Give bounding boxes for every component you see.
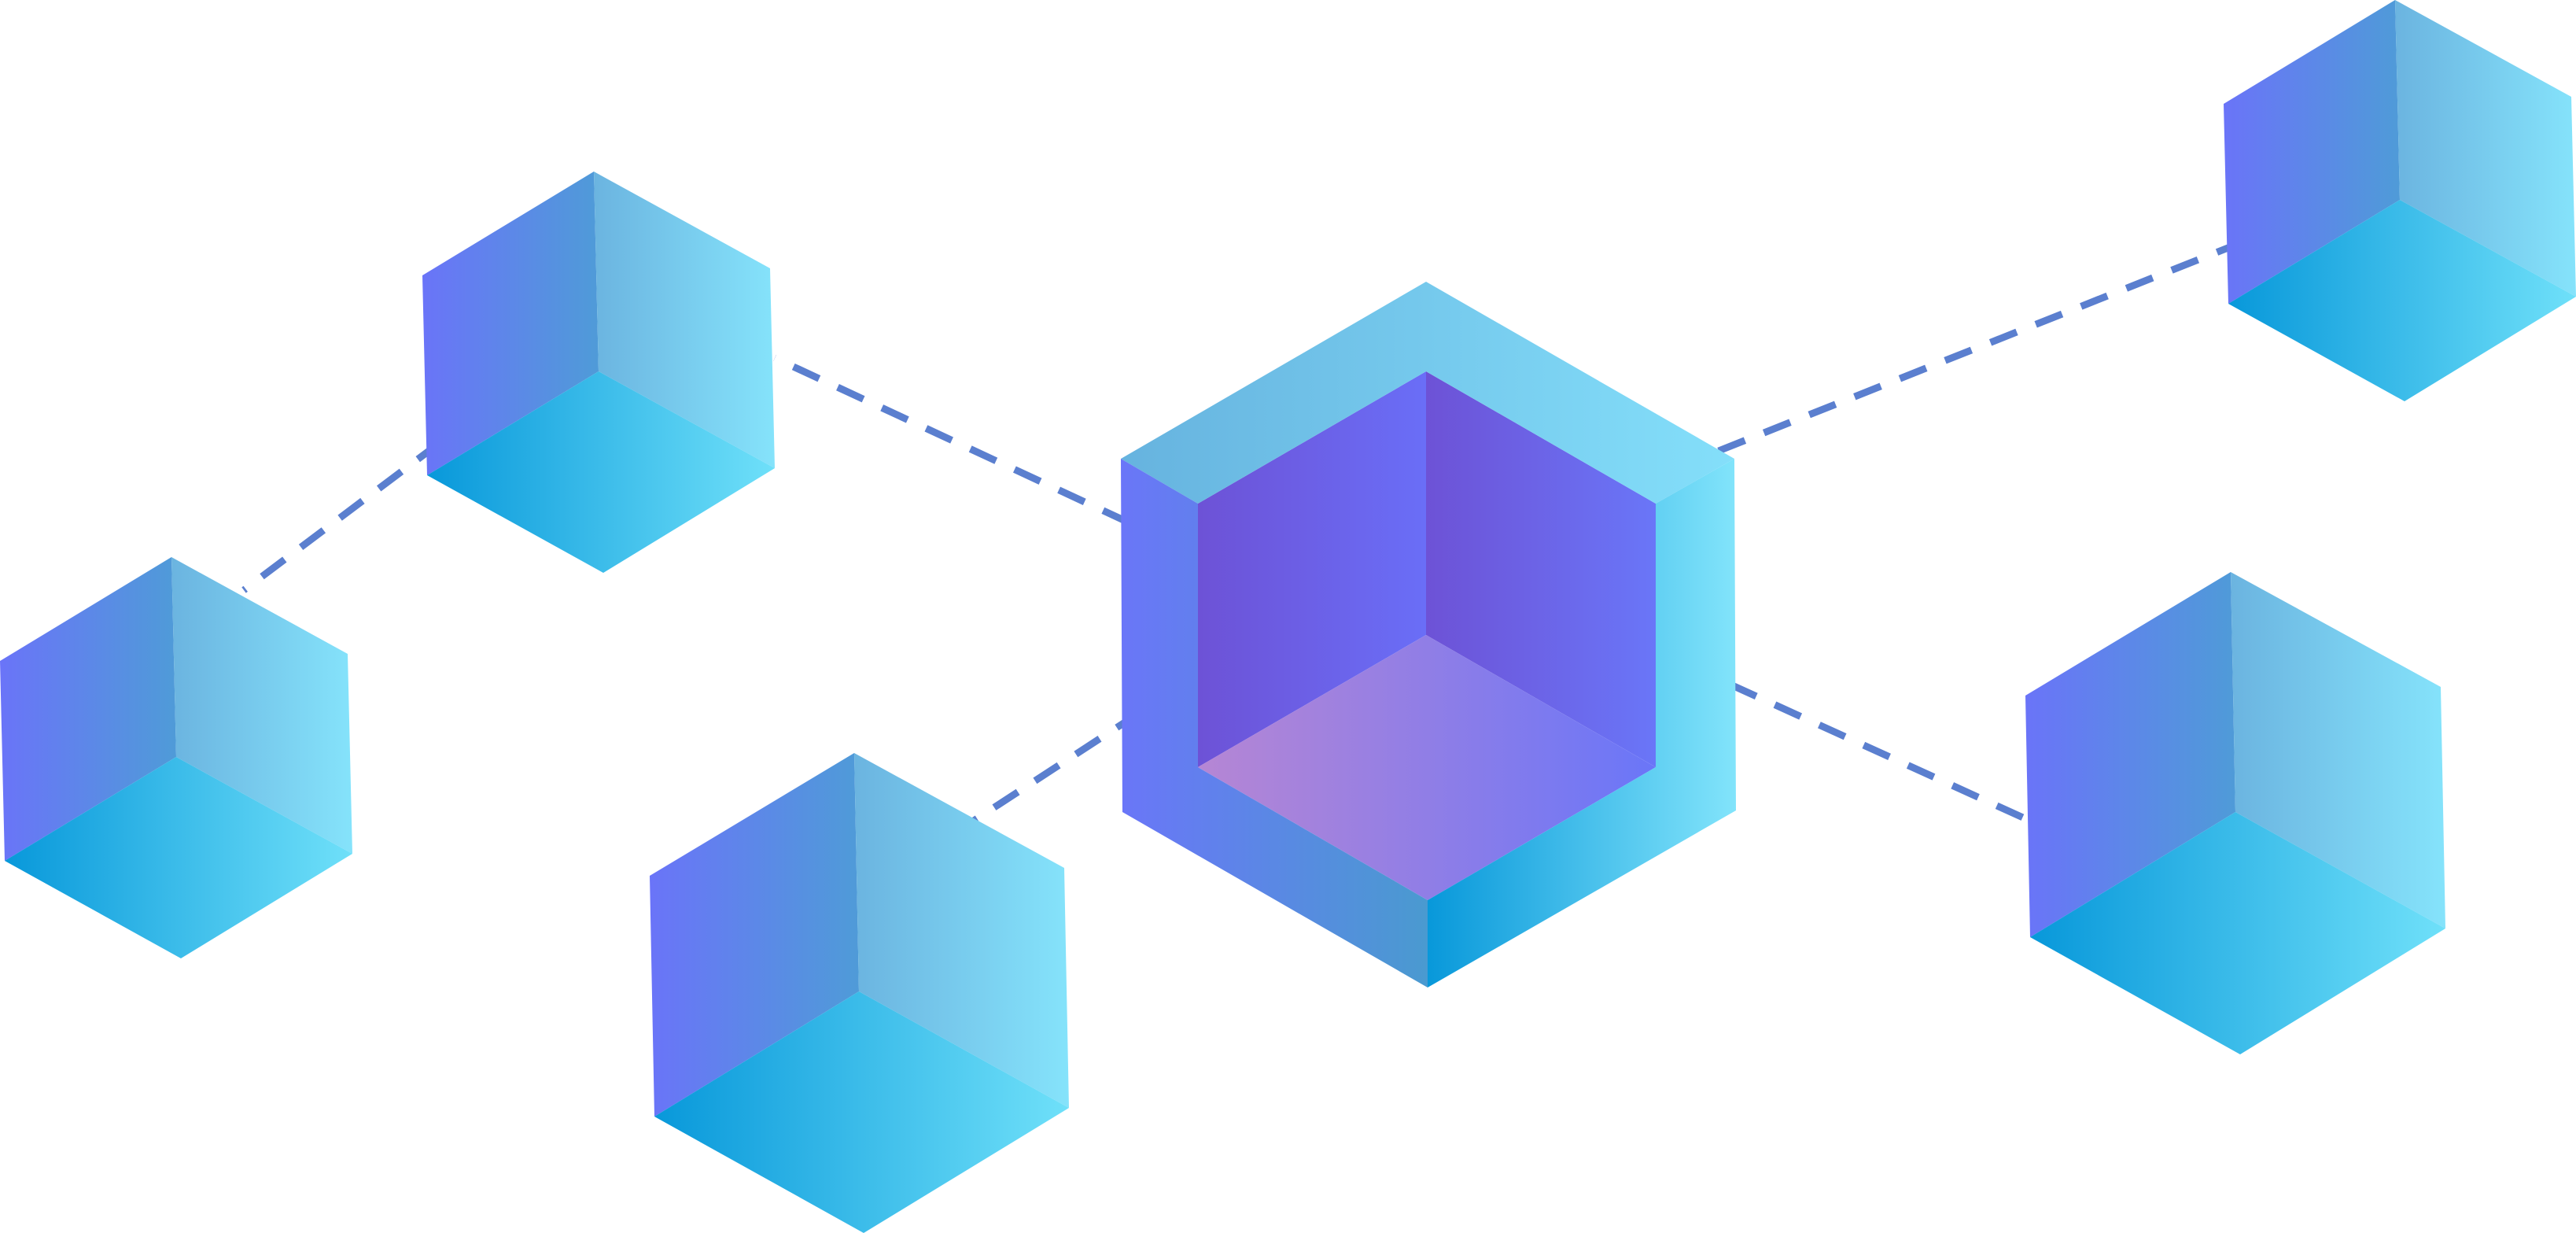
cube-left-face xyxy=(650,753,859,1117)
link-top-left-far-left xyxy=(241,439,443,593)
hub-frame-left xyxy=(1121,459,1428,988)
cube-left-face xyxy=(2025,572,2235,937)
cube-left-face xyxy=(0,557,176,861)
cube-right-face xyxy=(2395,0,2576,297)
cube-bottom-face xyxy=(5,757,352,958)
cube-left-face xyxy=(422,172,599,475)
links xyxy=(241,238,2243,826)
hub-interior-right-wall xyxy=(1426,371,1656,767)
hub-frame-right xyxy=(1428,459,1736,988)
cube-bottom-face xyxy=(2030,812,2445,1054)
cube-right-face xyxy=(171,557,352,854)
link-hub-bottom-right xyxy=(1729,681,2035,826)
cube-right-face xyxy=(2231,572,2445,928)
hub-interior-left-wall xyxy=(1198,371,1426,767)
node-bottom-right-cube xyxy=(2025,572,2445,1054)
cube-left-face xyxy=(2224,0,2400,304)
hub-frame-top xyxy=(1121,282,1734,504)
cube-bottom-face xyxy=(427,371,775,573)
cube-right-face xyxy=(854,753,1069,1108)
hub-interior-floor xyxy=(1198,635,1656,900)
node-top-left-cube xyxy=(422,172,775,573)
link-hub-top-right xyxy=(1717,238,2243,455)
link-hub-top-left xyxy=(773,354,1130,526)
link-hub-bottom-left xyxy=(969,709,1143,825)
cube-right-face xyxy=(594,172,775,468)
cube-bottom-face xyxy=(2228,200,2576,401)
node-top-right-cube xyxy=(2224,0,2576,401)
cube-bottom-face xyxy=(654,991,1069,1233)
hub-cube xyxy=(1121,282,1736,988)
node-bottom-left-cube xyxy=(650,753,1069,1233)
node-far-left-cube xyxy=(0,557,352,958)
